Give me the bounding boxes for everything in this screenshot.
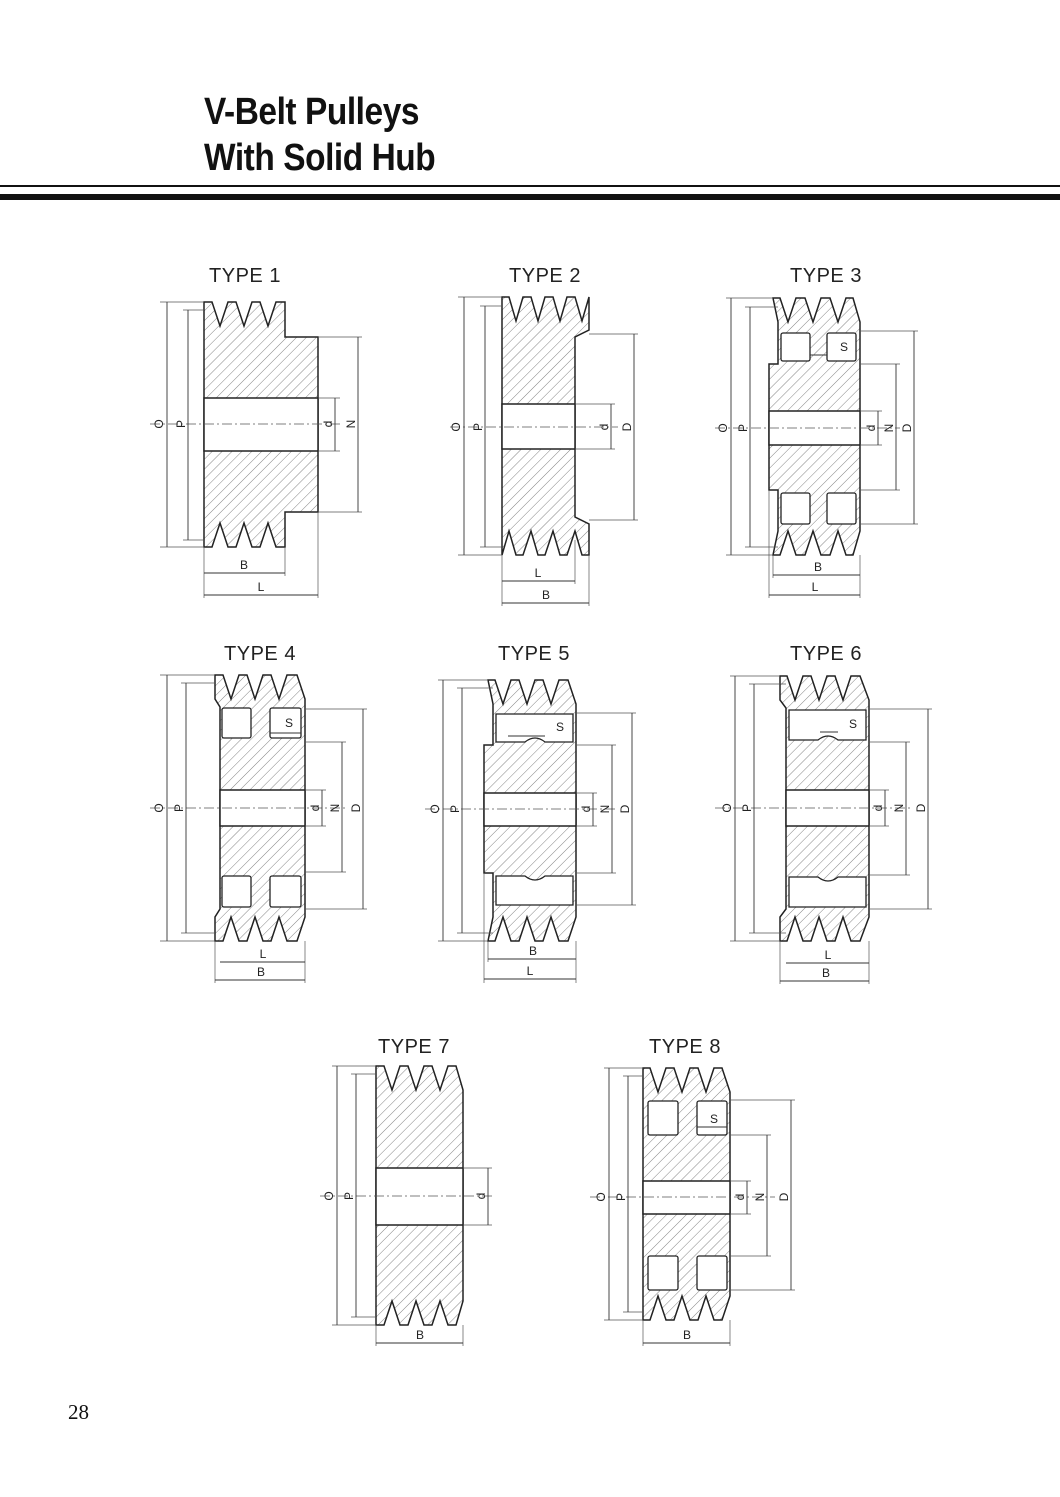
type-8-dim-s: S <box>710 1112 718 1126</box>
type-2-dim-b: B <box>542 588 550 602</box>
type-6-web-void-top <box>788 709 867 741</box>
type-4-label: TYPE 4 <box>224 643 296 665</box>
page-title-line-2: With Solid Hub <box>204 137 436 179</box>
type-4-web-void-br <box>269 875 302 908</box>
type-8-bore <box>642 1180 731 1215</box>
page-title-line-1: V-Belt Pulleys <box>204 91 420 133</box>
type-2-dim-p: P <box>471 423 485 431</box>
type-5-dim-D: D <box>618 804 632 813</box>
type-3-web-void-tl <box>780 332 811 362</box>
type-7-dim-b: B <box>416 1328 424 1342</box>
type-4-dim-p: P <box>172 804 186 812</box>
type-7-diagram: TYPE 7 O P d B <box>320 1036 495 1346</box>
type-8-web-void-br <box>696 1255 728 1291</box>
type-5-dim-p: P <box>448 805 462 813</box>
type-5-dim-o: O <box>428 804 442 813</box>
type-3-dim-s: S <box>840 340 848 354</box>
type-1-dim-p: P <box>174 420 188 428</box>
type-5-bore <box>483 792 577 827</box>
type-1-dim-o: O <box>152 419 166 428</box>
type-2-label: TYPE 2 <box>509 265 581 287</box>
type-4-web-void-tl <box>221 707 252 739</box>
type-4-dim-d: d <box>308 805 322 812</box>
type-8-dim-d: d <box>733 1194 747 1201</box>
type-8-web-void-bl <box>647 1255 679 1291</box>
type-2-diagram: TYPE 2 O P d D L B <box>449 265 638 606</box>
type-3-dim-d: d <box>864 425 878 432</box>
page-number: 28 <box>68 1400 89 1424</box>
type-7-dim-d: d <box>474 1193 488 1200</box>
type-8-dim-b: B <box>683 1328 691 1342</box>
type-4-dim-n: N <box>328 804 342 813</box>
type-5-dim-d: d <box>579 806 593 813</box>
type-4-web-void-tr <box>269 707 302 739</box>
type-1-bore <box>203 397 319 452</box>
type-5-diagram: TYPE 5 S O P d N D B L <box>425 643 636 983</box>
header-rule-thin <box>0 185 1060 187</box>
type-6-dim-b: B <box>822 966 830 980</box>
type-5-dim-n: N <box>598 805 612 814</box>
type-6-dim-n: N <box>892 804 906 813</box>
type-6-dim-l: L <box>825 948 832 962</box>
type-2-dim-l: L <box>535 566 542 580</box>
type-8-dim-o: O <box>594 1192 608 1201</box>
type-5-dim-s: S <box>556 720 564 734</box>
type-4-web-void-bl <box>221 875 252 908</box>
type-4-dim-b: B <box>257 965 265 979</box>
type-7-dim-p: P <box>342 1192 356 1200</box>
type-7-label: TYPE 7 <box>378 1036 450 1058</box>
type-6-dim-p: P <box>740 804 754 812</box>
type-3-web-void-tr <box>826 332 857 362</box>
type-3-diagram: TYPE 3 S O P d N D B L <box>715 265 918 598</box>
type-1-diagram: TYPE 1 O P d N B L <box>150 265 362 598</box>
type-1-dim-b: B <box>240 558 248 572</box>
type-6-dim-s: S <box>849 717 857 731</box>
type-2-bore <box>501 403 576 450</box>
type-6-dim-D: D <box>914 803 928 812</box>
type-3-label: TYPE 3 <box>790 265 862 287</box>
type-7-dim-o: O <box>322 1191 336 1200</box>
type-1-dim-l: L <box>258 580 265 594</box>
type-4-dim-s: S <box>285 716 293 730</box>
type-5-dim-b: B <box>529 944 537 958</box>
type-5-label: TYPE 5 <box>498 643 570 665</box>
type-2-dim-o: O <box>449 422 463 431</box>
type-8-web-void-tl <box>647 1100 679 1136</box>
type-2-dim-D: D <box>620 422 634 431</box>
type-3-dim-p: P <box>736 424 750 432</box>
type-3-web-void-br <box>826 492 857 525</box>
type-3-web-void-bl <box>780 492 811 525</box>
type-5-web-void-bottom <box>495 875 574 906</box>
type-4-dim-l: L <box>260 947 267 961</box>
type-5-web-void-top <box>495 713 574 743</box>
type-2-dim-d: d <box>597 424 611 431</box>
type-6-web-void-bottom <box>788 876 867 908</box>
type-7-bore <box>375 1167 464 1226</box>
type-8-diagram: TYPE 8 S O P d N D B <box>590 1036 795 1346</box>
type-6-label: TYPE 6 <box>790 643 862 665</box>
type-3-dim-n: N <box>882 424 896 433</box>
type-4-dim-D: D <box>349 803 363 812</box>
header-rule-thick <box>0 194 1060 200</box>
type-1-dim-d: d <box>321 421 335 428</box>
type-6-dim-d: d <box>871 805 885 812</box>
type-8-dim-n: N <box>753 1193 767 1202</box>
type-3-dim-b: B <box>814 560 822 574</box>
type-8-dim-D: D <box>777 1192 791 1201</box>
type-3-dim-D: D <box>900 423 914 432</box>
type-5-dim-l: L <box>527 964 534 978</box>
type-6-dim-o: O <box>720 803 734 812</box>
type-1-dim-n: N <box>344 420 358 429</box>
type-3-dim-l: L <box>812 580 819 594</box>
type-3-dim-o: O <box>716 423 730 432</box>
type-6-diagram: TYPE 6 S O P d N D L B <box>715 643 932 984</box>
type-4-diagram: TYPE 4 S O P d N D L B <box>150 643 367 983</box>
type-4-dim-o: O <box>152 803 166 812</box>
type-8-web-void-tr <box>696 1100 728 1136</box>
type-8-label: TYPE 8 <box>649 1036 721 1058</box>
type-1-label: TYPE 1 <box>209 265 281 287</box>
type-8-dim-p: P <box>614 1193 628 1201</box>
